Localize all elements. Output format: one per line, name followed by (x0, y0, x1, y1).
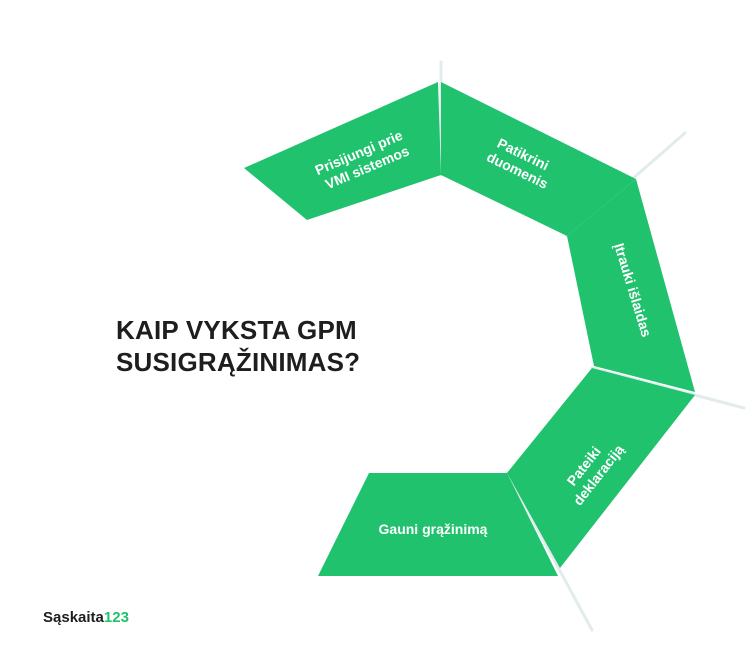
divider-line (505, 471, 594, 632)
brand-logo-word: Sąskaita (43, 609, 104, 626)
page-title: KAIP VYKSTA GPM SUSIGRĄŽINIMAS? (116, 314, 360, 378)
title-line-2: SUSIGRĄŽINIMAS? (116, 347, 361, 377)
segment-step-3 (567, 179, 695, 392)
title-line-1: KAIP VYKSTA GPM (116, 315, 357, 345)
step-label-5: Gauni grąžinimą (379, 521, 488, 537)
brand-logo-number: 123 (103, 609, 129, 626)
segment-step-4 (507, 368, 695, 568)
segment-step-2 (441, 82, 636, 236)
brand-logo: Sąskaita123 (43, 609, 129, 627)
segment-step-1 (244, 82, 441, 220)
segment-step-5 (318, 473, 558, 576)
